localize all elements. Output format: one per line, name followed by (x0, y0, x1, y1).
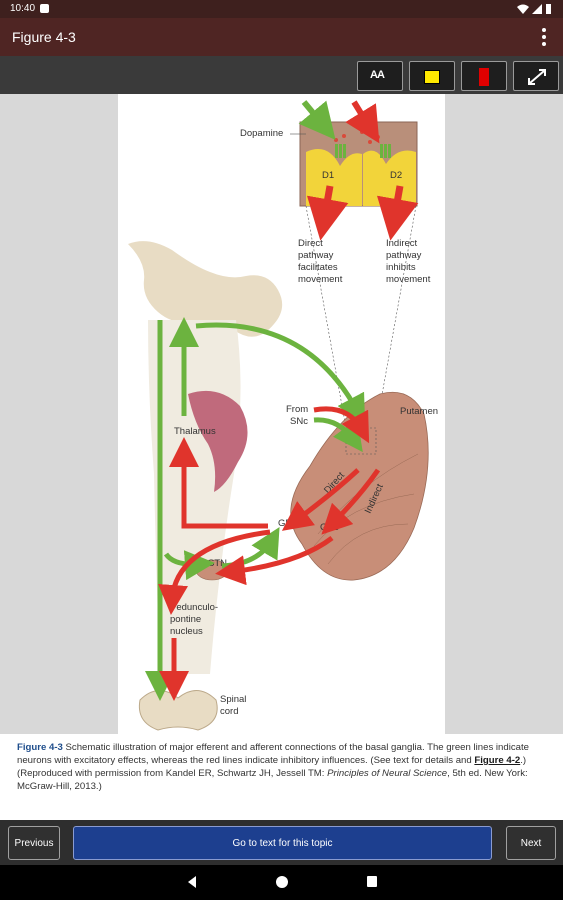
page-title: Figure 4-3 (12, 29, 76, 45)
svg-text:movement: movement (386, 274, 431, 285)
direct-caption: Direct pathway facilitates movement (298, 238, 343, 285)
go-to-text-button[interactable]: Go to text for this topic (73, 826, 492, 860)
cortex-to-stn-green (163, 550, 215, 581)
wifi-icon (517, 4, 529, 14)
d2-output-arrow (376, 185, 419, 241)
previous-button[interactable]: Previous (8, 826, 60, 860)
d2-receptor-icon (380, 144, 391, 158)
label-d2: D2 (390, 170, 402, 181)
system-icons (517, 4, 551, 14)
cortex-to-putamen-green (195, 322, 366, 426)
d1-output-arrow (306, 185, 349, 241)
navigation-bar (0, 865, 563, 900)
caption-label: Figure 4-3 (17, 742, 63, 753)
next-button[interactable]: Next (506, 826, 556, 860)
label-d1: D1 (322, 170, 334, 181)
figure-4-2-link[interactable]: Figure 4-2 (474, 755, 521, 766)
svg-text:Indirect: Indirect (386, 238, 418, 249)
recents-icon[interactable] (366, 875, 378, 889)
gpi-to-thalamus-red (169, 437, 268, 529)
stn-to-gpi-green (221, 527, 280, 569)
label-gpi: GPi (278, 518, 294, 529)
svg-text:pathway: pathway (386, 250, 422, 261)
svg-text:pathway: pathway (298, 250, 334, 261)
figure-image: Dopamine D1 D2 Direct pathway facilitate… (118, 94, 445, 734)
back-icon[interactable] (186, 875, 198, 889)
toolbar: AA (0, 56, 563, 94)
svg-text:pontine: pontine (170, 614, 201, 625)
putamen-to-gpe-red (321, 468, 381, 535)
caption-text-3: , 5th ed. New York: McGraw-Hill, 2013.) (17, 768, 528, 792)
text-size-icon: AA (370, 69, 385, 81)
svg-text:inhibits: inhibits (386, 262, 416, 273)
highlight-yellow-button[interactable] (409, 61, 455, 91)
spinal-cord (138, 690, 218, 731)
figure-caption: Figure 4-3 Schematic illustration of maj… (17, 741, 547, 793)
snc-indirect-red (313, 406, 370, 444)
figure-viewer[interactable]: Dopamine D1 D2 Direct pathway facilitate… (0, 94, 563, 734)
expand-icon (528, 69, 546, 85)
status-time: 10:40 (10, 3, 36, 14)
gpi-to-ppn-red (158, 529, 271, 615)
dopamine-red-arrow (345, 100, 380, 144)
d1-neuron (306, 149, 362, 206)
indirect-caption: Indirect pathway inhibits movement (386, 238, 431, 285)
notification-icon (40, 4, 49, 13)
pedunculopontine-label: Pedunculo- pontine nucleus (170, 602, 218, 637)
battery-icon (546, 4, 551, 14)
signal-icon (532, 4, 542, 14)
thalamus (188, 390, 248, 492)
caption-text-2: .) (Reproduced with permission from Kand… (17, 755, 527, 779)
home-icon[interactable] (275, 875, 289, 889)
svg-text:Direct: Direct (298, 238, 323, 249)
highlight-red-button[interactable] (461, 61, 507, 91)
svg-text:facilitates: facilitates (298, 262, 338, 273)
dopamine-green-arrow (298, 100, 336, 140)
gpe-to-stn-red (215, 536, 334, 586)
red-bar-icon (479, 68, 489, 86)
putamen-to-gpi-red (281, 468, 360, 531)
status-bar: 10:40 (0, 0, 563, 18)
cortex (128, 241, 283, 337)
label-gpe: GPe (320, 522, 339, 533)
overflow-menu-icon[interactable] (541, 26, 547, 48)
bottom-bar: Previous Go to text for this topic Next (0, 820, 563, 865)
label-thalamus: Thalamus (174, 426, 216, 437)
text-size-button[interactable]: AA (357, 61, 403, 91)
svg-text:nucleus: nucleus (170, 626, 203, 637)
d2-neuron (363, 150, 416, 206)
yellow-square-icon (424, 70, 440, 84)
label-dopamine: Dopamine (240, 128, 283, 139)
caption-text-1: Schematic illustration of major efferent… (17, 742, 529, 766)
caption-book-title: Principles of Neural Science (327, 768, 448, 779)
label-spinal-1: Spinal (220, 694, 246, 705)
app-bar: Figure 4-3 (0, 18, 563, 56)
label-from-snc-2: SNc (290, 416, 308, 427)
svg-text:Pedunculo-: Pedunculo- (170, 602, 218, 613)
svg-text:movement: movement (298, 274, 343, 285)
fullscreen-button[interactable] (513, 61, 559, 91)
d1-receptor-icon (335, 144, 346, 158)
label-from-snc-1: From (286, 404, 308, 415)
label-spinal-2: cord (220, 706, 238, 717)
label-putamen: Putamen (400, 406, 438, 417)
